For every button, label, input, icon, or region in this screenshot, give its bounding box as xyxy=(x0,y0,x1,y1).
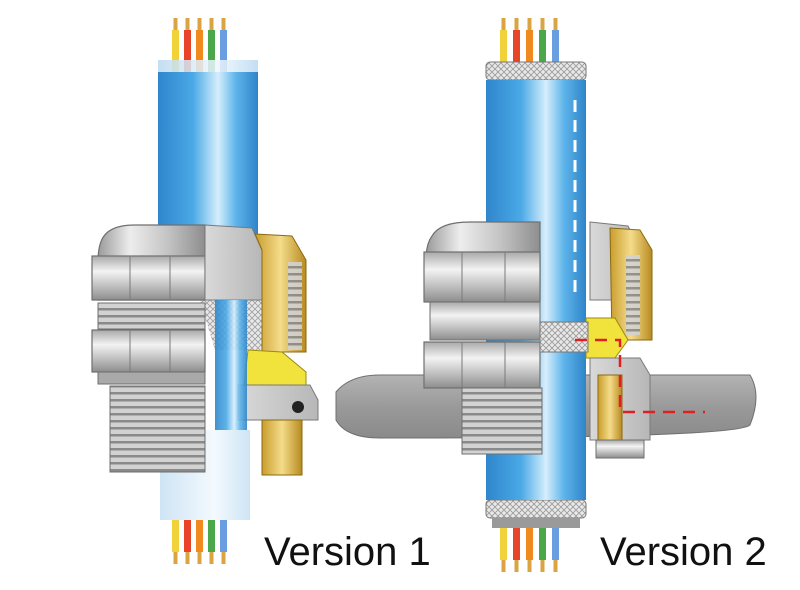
wire-insulation xyxy=(526,30,533,64)
cap-nut-section xyxy=(204,224,263,301)
wire-ends-top xyxy=(172,18,227,72)
wire-conductor-tip xyxy=(527,560,532,572)
wire-ends-bottom xyxy=(172,520,227,564)
wire-conductor-tip xyxy=(185,552,190,564)
wire-insulation xyxy=(539,528,546,560)
version-2-label: Version 2 xyxy=(600,530,767,574)
entry-thread xyxy=(109,385,206,473)
wire-insulation xyxy=(196,520,203,552)
wire-insulation xyxy=(184,30,191,72)
cap-nut-hex xyxy=(423,251,541,303)
body-section xyxy=(237,384,319,421)
wire-conductor-tip xyxy=(173,552,178,564)
body-thread-section xyxy=(261,419,303,476)
entry-thread xyxy=(461,387,543,455)
inner-sheath xyxy=(215,300,247,430)
wire-insulation xyxy=(552,30,559,64)
braid-ring-bottom xyxy=(485,499,587,519)
wire-conductor-tip xyxy=(514,18,519,30)
wire-conductor-tip xyxy=(527,18,532,30)
wire-conductor-tip xyxy=(553,560,558,572)
wire-insulation xyxy=(552,528,559,560)
braid-ring-top xyxy=(485,61,587,81)
wire-conductor-tip xyxy=(209,552,214,564)
wire-insulation xyxy=(172,30,179,72)
wire-insulation xyxy=(500,528,507,560)
wire-insulation xyxy=(208,30,215,72)
wire-conductor-tip xyxy=(197,18,202,30)
cap-nut-hex xyxy=(91,255,206,301)
o-ring xyxy=(292,401,304,413)
wire-conductor-tip xyxy=(553,18,558,30)
earth-path xyxy=(575,338,705,414)
gland-version-2 xyxy=(335,18,757,572)
wire-insulation xyxy=(513,528,520,560)
wire-insulation xyxy=(539,30,546,64)
gland-version-1 xyxy=(91,18,319,564)
wire-conductor-tip xyxy=(540,18,545,30)
wire-insulation xyxy=(513,30,520,64)
wire-insulation xyxy=(526,528,533,560)
wire-conductor-tip xyxy=(501,560,506,572)
braid-clamp xyxy=(539,321,589,353)
body-hex xyxy=(91,329,206,373)
wire-conductor-tip xyxy=(221,18,226,30)
wire-insulation xyxy=(500,30,507,64)
wire-conductor-tip xyxy=(501,18,506,30)
seal-insert xyxy=(243,349,307,386)
wire-insulation xyxy=(196,30,203,72)
cap-nut-lower xyxy=(429,301,541,341)
wire-conductor-tip xyxy=(173,18,178,30)
body-hex xyxy=(423,341,541,389)
body-thread-upper xyxy=(97,302,206,330)
wire-conductor-tip xyxy=(540,560,545,572)
wire-insulation xyxy=(208,520,215,552)
wire-insulation xyxy=(220,30,227,72)
wire-ends-top xyxy=(500,18,559,64)
wire-conductor-tip xyxy=(221,552,226,564)
wire-insulation xyxy=(184,520,191,552)
wire-insulation xyxy=(220,520,227,552)
wire-conductor-tip xyxy=(185,18,190,30)
wire-conductor-tip xyxy=(197,552,202,564)
wire-ends-bottom xyxy=(500,528,559,572)
wire-insulation xyxy=(172,520,179,552)
version-1-label: Version 1 xyxy=(264,530,431,574)
wire-conductor-tip xyxy=(514,560,519,572)
wire-conductor-tip xyxy=(209,18,214,30)
